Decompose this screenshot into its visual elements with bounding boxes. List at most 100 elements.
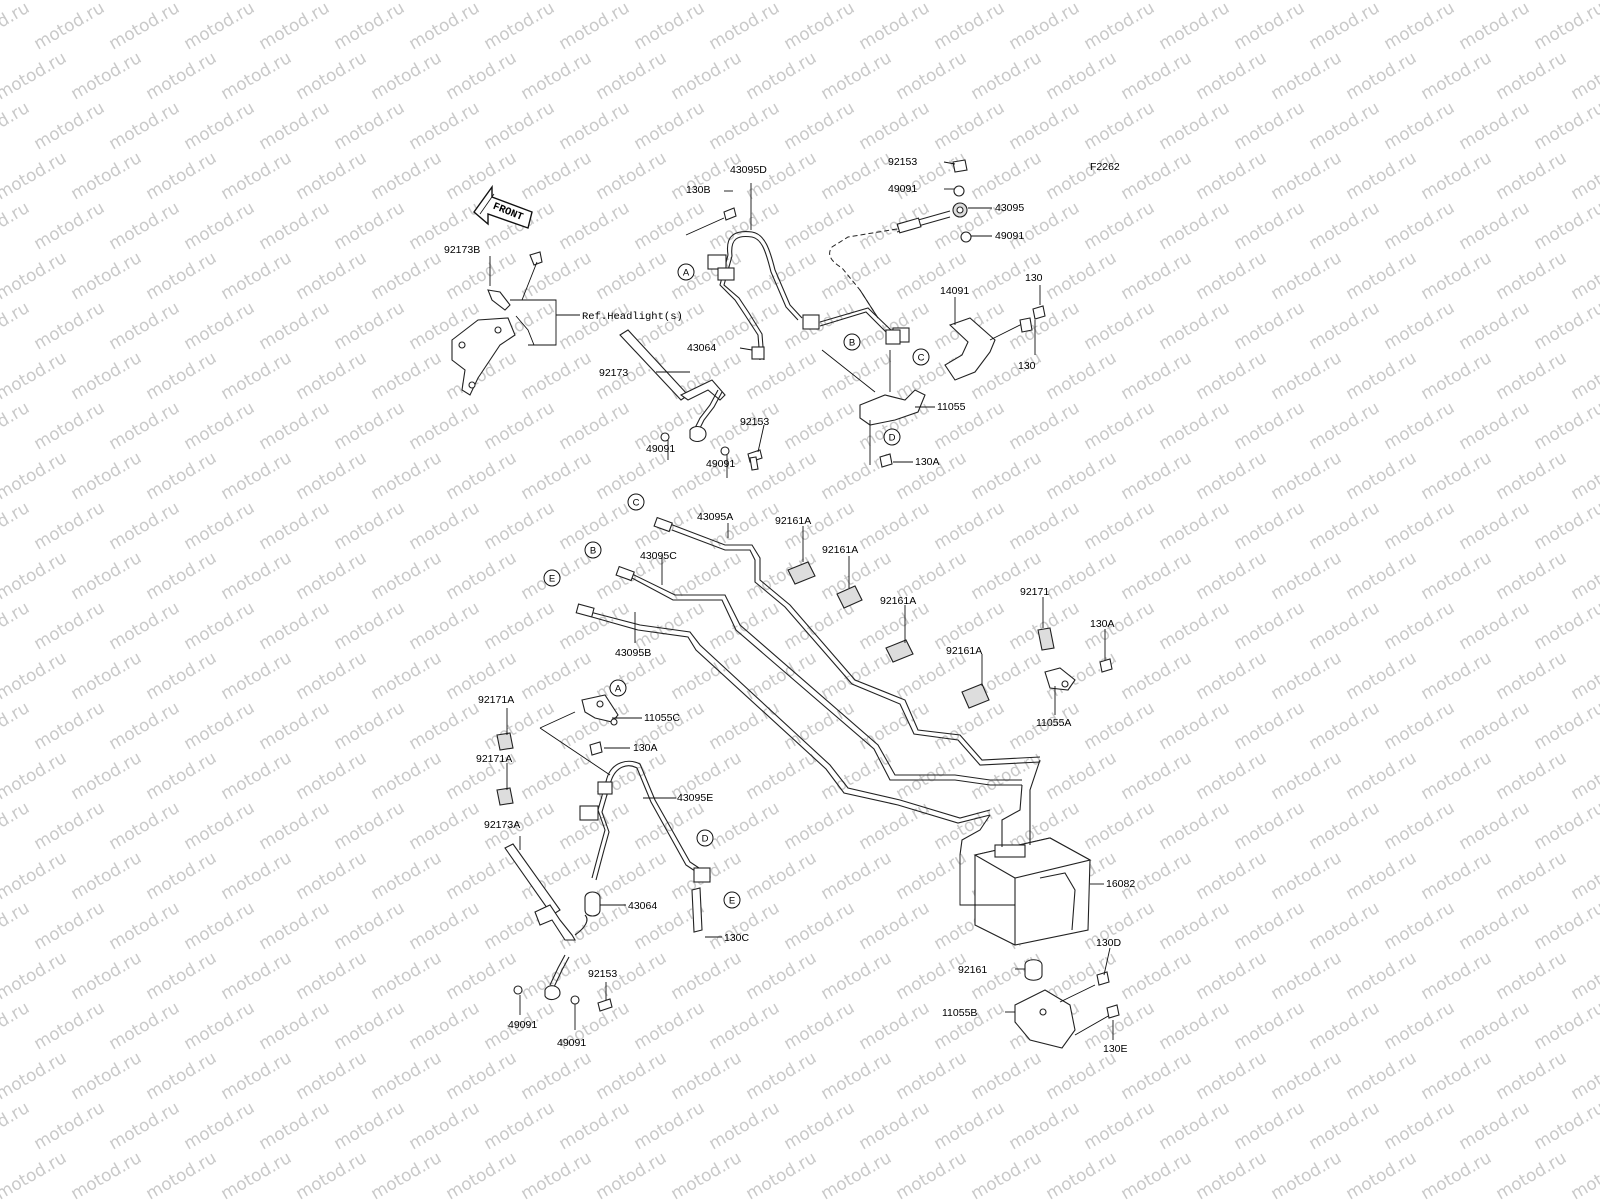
part-number-92153[interactable]: 92153 [588,968,617,980]
part-number-14091[interactable]: 14091 [940,285,969,297]
watermark-text: motod.ru [1343,0,1421,4]
part-number-43095d[interactable]: 43095D [730,164,767,176]
watermark-text: motod.ru [1343,448,1421,504]
watermark-text: motod.ru [218,648,296,704]
watermark-text: motod.ru [181,898,259,954]
watermark-text: motod.ru [818,248,896,304]
watermark-text: motod.ru [443,848,521,904]
watermark-text: motod.ru [31,398,109,454]
part-number-11055c[interactable]: 11055C [644,712,680,724]
part-number-130[interactable]: 130 [1018,360,1036,372]
brake-hose-43095 [829,159,972,345]
part-number-49091[interactable]: 49091 [888,183,917,195]
part-number-92161a[interactable]: 92161A [775,515,811,527]
part-number-49091[interactable]: 49091 [995,230,1024,242]
watermark-text: motod.ru [481,498,559,554]
part-number-43095a[interactable]: 43095A [697,511,733,523]
watermark-text: motod.ru [1306,198,1384,254]
watermark-text: motod.ru [1568,348,1600,404]
bracket-14091 [944,305,1046,381]
part-number-130a[interactable]: 130A [633,742,658,754]
watermark-text: motod.ru [931,1098,1009,1154]
part-number-49091[interactable]: 49091 [557,1037,586,1049]
part-number-130a[interactable]: 130A [1090,618,1115,630]
part-number-130e[interactable]: 130E [1103,1043,1128,1055]
part-number-92161a[interactable]: 92161A [822,544,858,556]
watermark-text: motod.ru [406,398,484,454]
watermark-text: motod.ru [106,398,184,454]
watermark-text: motod.ru [368,648,446,704]
part-number-92161a[interactable]: 92161A [880,595,916,607]
part-number-16082[interactable]: 16082 [1106,878,1135,890]
part-number-49091[interactable]: 49091 [646,443,675,455]
watermark-text: motod.ru [368,548,446,604]
watermark-text: motod.ru [1493,548,1571,604]
watermark-text: motod.ru [781,198,859,254]
part-number-92153[interactable]: 92153 [888,156,917,168]
part-number-43095[interactable]: 43095 [995,202,1024,214]
watermark-text: motod.ru [1193,248,1271,304]
part-number-49091[interactable]: 49091 [508,1019,537,1031]
watermark-text: motod.ru [706,98,784,154]
part-number-92171[interactable]: 92171 [1020,586,1049,598]
watermark-text: motod.ru [1456,298,1534,354]
watermark-text: motod.ru [1531,298,1600,354]
marker-letter: B [590,546,596,557]
part-number-130[interactable]: 130 [1025,272,1043,284]
part-number-92161[interactable]: 92161 [958,964,987,976]
watermark-text: motod.ru [1118,248,1196,304]
part-number-92173[interactable]: 92173 [599,367,628,379]
watermark-text: motod.ru [218,1048,296,1104]
watermark-text: motod.ru [1268,348,1346,404]
watermark-text: motod.ru [68,948,146,1004]
part-number-43064[interactable]: 43064 [687,342,716,354]
part-number-130a[interactable]: 130A [915,456,940,468]
watermark-text: motod.ru [818,0,896,4]
watermark-text: motod.ru [31,598,109,654]
part-number-130d[interactable]: 130D [1096,937,1122,949]
part-number-43064[interactable]: 43064 [628,900,657,912]
watermark-text: motod.ru [181,1098,259,1154]
part-number-92173a[interactable]: 92173A [484,819,520,831]
marker-circle [543,569,561,587]
watermark-text: motod.ru [481,398,559,454]
watermark-text: motod.ru [143,1148,221,1200]
watermark-text: motod.ru [0,498,33,554]
watermark-text: motod.ru [481,698,559,754]
watermark-text: motod.ru [856,298,934,354]
part-number-11055[interactable]: 11055 [937,401,966,413]
part-number-11055a[interactable]: 11055A [1036,717,1071,729]
part-number-130b[interactable]: 130B [686,184,711,196]
watermark-text: motod.ru [256,998,334,1054]
connection-marker-c: C [627,493,645,511]
watermark-text: motod.ru [1381,0,1459,54]
part-number-92173b[interactable]: 92173B [444,244,480,256]
watermark-text: motod.ru [668,948,746,1004]
watermark-text: motod.ru [1381,198,1459,254]
connection-marker-e: E [543,569,561,587]
watermark-text: motod.ru [706,798,784,854]
part-number-130c[interactable]: 130C [724,932,750,944]
part-number-92153[interactable]: 92153 [740,416,769,428]
part-number-11055b[interactable]: 11055B [942,1007,977,1019]
part-number-43095e[interactable]: 43095E [677,792,713,804]
part-number-92161a[interactable]: 92161A [946,645,982,657]
marker-circle [677,263,695,281]
watermark-text: motod.ru [1531,398,1600,454]
watermark-text: motod.ru [593,148,671,204]
part-number-49091[interactable]: 49091 [706,458,735,470]
part-number-43095b[interactable]: 43095B [615,647,651,659]
part-number-43095c[interactable]: 43095C [640,550,677,562]
watermark-text: motod.ru [893,1048,971,1104]
watermark-text: motod.ru [781,0,859,54]
watermark-text: motod.ru [1306,98,1384,154]
watermark-text: motod.ru [31,198,109,254]
watermark-text: motod.ru [968,1148,1046,1200]
watermark-text: motod.ru [518,448,596,504]
watermark-text: motod.ru [331,998,409,1054]
watermark-text: motod.ru [893,948,971,1004]
watermark-text: motod.ru [1231,598,1309,654]
part-number-92171a[interactable]: 92171A [478,694,514,706]
part-number-92171a[interactable]: 92171A [476,753,512,765]
